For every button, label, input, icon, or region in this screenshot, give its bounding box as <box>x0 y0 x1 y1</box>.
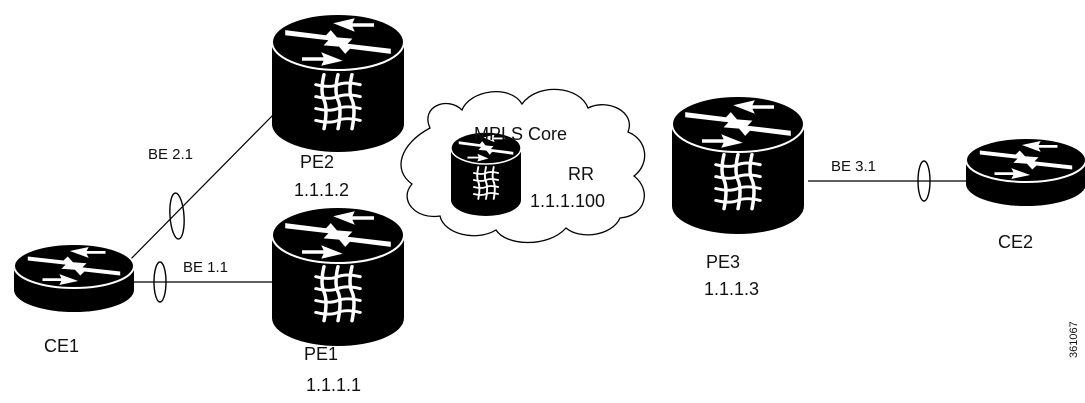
pe2-ip-label: 1.1.1.2 <box>294 180 349 200</box>
bundle-ellipse-be21 <box>169 192 185 240</box>
rr-ip-label: 1.1.1.100 <box>530 191 605 211</box>
router-pe3-icon <box>671 95 805 234</box>
pe1-name-label: PE1 <box>304 344 338 364</box>
ce2-name-label: CE2 <box>998 232 1033 252</box>
router-pe2-icon <box>271 13 405 152</box>
rr-name-label: RR <box>568 164 594 184</box>
ce1-name-label: CE1 <box>44 336 79 356</box>
router-ce2-icon <box>965 137 1085 206</box>
link-label-be11: BE 1.1 <box>183 259 228 276</box>
link-label-be31: BE 3.1 <box>831 158 876 175</box>
router-pe1-icon <box>271 206 405 346</box>
router-ce1-icon <box>13 243 135 312</box>
pe3-ip-label: 1.1.1.3 <box>704 279 759 299</box>
bundle-ellipse-be31 <box>917 160 931 202</box>
pe3-name-label: PE3 <box>706 252 740 272</box>
bundle-ellipse-be11 <box>153 261 167 303</box>
figure-id-label: 361067 <box>1068 321 1080 358</box>
mpls-core-label: MPLS Core <box>474 124 567 144</box>
link-label-be21: BE 2.1 <box>148 146 193 163</box>
link-ce1-pe2 <box>119 111 277 271</box>
router-rr-icon <box>450 131 522 216</box>
mpls-core-cloud <box>400 88 646 244</box>
pe2-name-label: PE2 <box>300 152 334 172</box>
pe1-ip-label: 1.1.1.1 <box>306 375 361 395</box>
